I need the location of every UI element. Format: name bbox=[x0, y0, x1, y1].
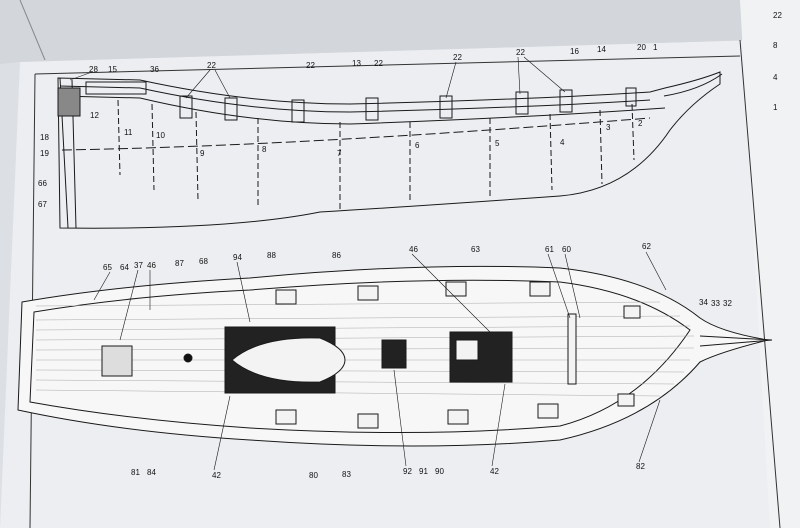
label-15: 15 bbox=[108, 65, 117, 74]
frame-lines bbox=[117, 99, 635, 210]
bitts bbox=[567, 313, 577, 385]
guns bbox=[275, 281, 641, 429]
fold-line bbox=[19, 0, 46, 61]
label-22: 22 bbox=[306, 61, 315, 70]
margin-label: 4 bbox=[773, 73, 778, 82]
label-63: 63 bbox=[471, 245, 480, 254]
label-18: 18 bbox=[40, 133, 49, 142]
leader-lines bbox=[69, 56, 667, 471]
label-22: 22 bbox=[516, 48, 525, 57]
label-19: 19 bbox=[40, 149, 49, 158]
label-84: 84 bbox=[147, 468, 156, 477]
main-hatch bbox=[381, 339, 407, 369]
label-20: 20 bbox=[637, 43, 646, 52]
label-83: 83 bbox=[342, 470, 351, 479]
label-92: 92 bbox=[403, 467, 412, 476]
border-line-right bbox=[739, 39, 781, 528]
label-2: 2 bbox=[638, 119, 643, 128]
stern-carving bbox=[57, 87, 81, 117]
label-8: 8 bbox=[262, 145, 267, 154]
top-shadow bbox=[0, 0, 800, 64]
label-65: 65 bbox=[103, 263, 112, 272]
stem-post bbox=[663, 73, 723, 97]
label-32: 32 bbox=[723, 299, 732, 308]
label-91: 91 bbox=[419, 467, 428, 476]
deck-labels: 65 64 37 46 87 68 94 88 86 46 63 61 60 6… bbox=[103, 242, 732, 480]
label-67: 67 bbox=[38, 200, 47, 209]
side-elevation bbox=[57, 71, 723, 229]
label-7: 7 bbox=[337, 149, 342, 158]
stern-grating bbox=[101, 345, 133, 377]
label-34: 34 bbox=[699, 298, 708, 307]
mast-step bbox=[183, 353, 193, 363]
label-82: 82 bbox=[636, 462, 645, 471]
label-81: 81 bbox=[131, 468, 140, 477]
label-36: 36 bbox=[150, 65, 159, 74]
wale-line bbox=[59, 95, 666, 125]
gunports bbox=[179, 87, 637, 123]
ship-boat bbox=[231, 337, 346, 383]
label-37: 37 bbox=[134, 261, 143, 270]
label-22: 22 bbox=[374, 59, 383, 68]
inner-bulwark bbox=[29, 279, 691, 434]
rail-line bbox=[59, 85, 651, 113]
label-88: 88 bbox=[267, 251, 276, 260]
label-68: 68 bbox=[199, 257, 208, 266]
label-16: 16 bbox=[570, 47, 579, 56]
border-line-top bbox=[34, 55, 741, 75]
label-33: 33 bbox=[711, 299, 720, 308]
label-28: 28 bbox=[89, 65, 98, 74]
label-86: 86 bbox=[332, 251, 341, 260]
label-22: 22 bbox=[453, 53, 462, 62]
waterline bbox=[61, 117, 651, 151]
side-labels: 28 15 36 22 22 13 22 22 22 16 14 20 1 12… bbox=[38, 43, 658, 209]
margin-labels: 22 8 4 1 bbox=[773, 11, 782, 112]
label-11: 11 bbox=[124, 128, 133, 137]
label-12: 12 bbox=[90, 111, 99, 120]
fore-hatch bbox=[455, 339, 479, 361]
label-66: 66 bbox=[38, 179, 47, 188]
label-4: 4 bbox=[560, 138, 565, 147]
label-94: 94 bbox=[233, 253, 242, 262]
margin-label: 22 bbox=[773, 11, 782, 20]
label-61: 61 bbox=[545, 245, 554, 254]
stern-gallery bbox=[85, 81, 147, 95]
label-3: 3 bbox=[606, 123, 611, 132]
label-80: 80 bbox=[309, 471, 318, 480]
margin-label: 8 bbox=[773, 41, 778, 50]
label-42: 42 bbox=[490, 467, 499, 476]
label-6: 6 bbox=[415, 141, 420, 150]
label-64: 64 bbox=[120, 263, 129, 272]
label-87: 87 bbox=[175, 259, 184, 268]
label-90: 90 bbox=[435, 467, 444, 476]
deck-plan bbox=[17, 265, 773, 447]
bowsprit bbox=[699, 335, 773, 347]
hull-outline bbox=[57, 71, 721, 229]
label-9: 9 bbox=[200, 149, 205, 158]
label-46: 46 bbox=[409, 245, 418, 254]
label-46: 46 bbox=[147, 261, 156, 270]
label-5: 5 bbox=[495, 139, 500, 148]
label-14: 14 bbox=[597, 45, 606, 54]
label-1: 1 bbox=[653, 43, 658, 52]
label-22: 22 bbox=[207, 61, 216, 70]
margin-label: 1 bbox=[773, 103, 778, 112]
label-62: 62 bbox=[642, 242, 651, 251]
label-60: 60 bbox=[562, 245, 571, 254]
label-42: 42 bbox=[212, 471, 221, 480]
right-strip bbox=[740, 0, 800, 528]
label-10: 10 bbox=[156, 131, 165, 140]
label-13: 13 bbox=[352, 59, 361, 68]
